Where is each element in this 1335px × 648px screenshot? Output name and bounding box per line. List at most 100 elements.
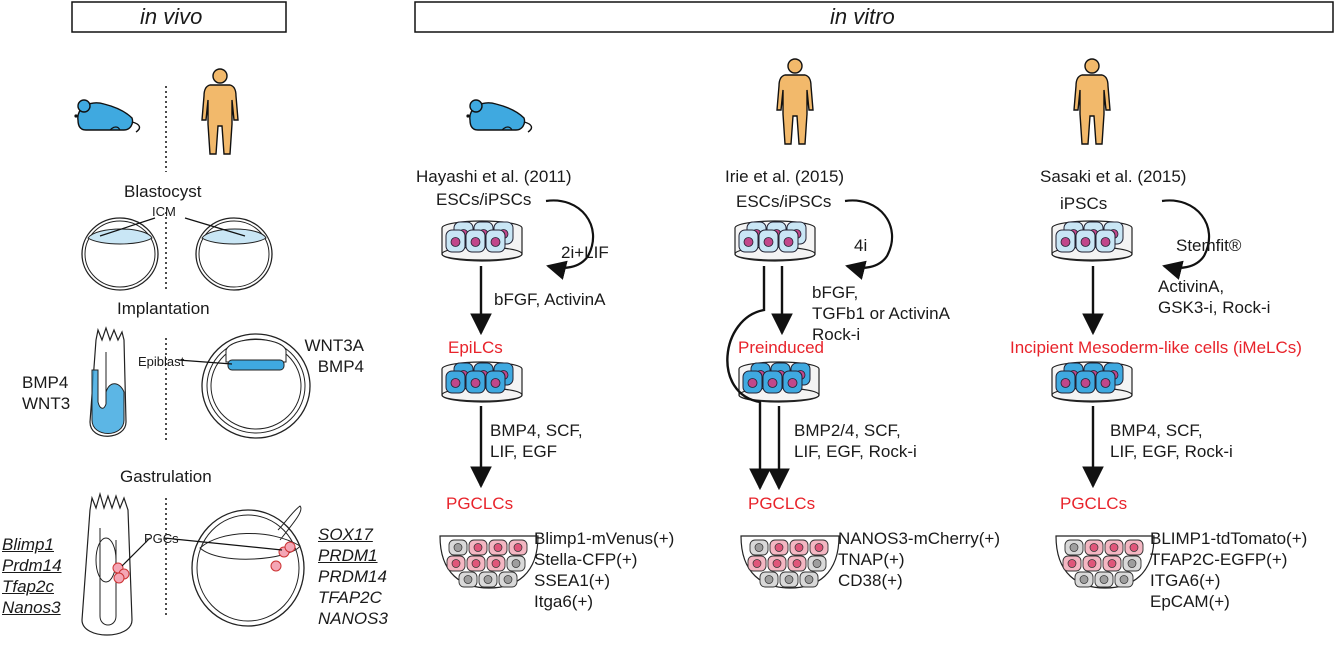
source-cells-3: iPSCs [1060, 194, 1108, 213]
pgclc-cell-nucleus [1087, 559, 1097, 568]
pgclc-cell-nucleus [794, 543, 804, 552]
stem-cell-nucleus [763, 237, 774, 247]
pgclc-cell-nucleus [513, 543, 523, 552]
in-vivo-header-box [71, 1, 287, 33]
pgclc-cell-nucleus [1079, 575, 1089, 584]
stem-cell-nucleus [470, 237, 481, 247]
pgc-factors-2: BMP2/4, SCF, LIF, EGF, Rock-i [794, 421, 917, 461]
pgclc-cell-nucleus [772, 559, 782, 568]
stem-cell-nucleus [450, 237, 461, 247]
human-implantation-factors: WNT3A BMP4 [304, 336, 365, 376]
induced-cell-nucleus [450, 378, 461, 388]
stem-cell-nucleus [490, 237, 501, 247]
pgclc-cell-nucleus [473, 543, 483, 552]
human-implantation-drawing [201, 333, 311, 439]
study-hayashi: Hayashi et al. (2011) [416, 167, 572, 186]
mouse-icon-vitro [465, 99, 533, 133]
pgclc-cell-nucleus [491, 559, 501, 568]
human-icon [201, 68, 239, 155]
markers-1: Blimp1-mVenus(+) Stella-CFP(+) SSEA1(+) … [534, 529, 675, 611]
pgclc-cell-nucleus [1127, 559, 1137, 568]
icm-label: ICM [152, 204, 176, 219]
study-sasaki: Sasaki et al. (2015) [1040, 167, 1187, 186]
induction-factors-2: bFGF, TGFb1 or ActivinA Rock-i [812, 283, 950, 344]
in-vitro-header: in vitro [830, 4, 895, 29]
mouse-pgc-genes: Blimp1 Prdm14 Tfap2c Nanos3 [2, 535, 62, 617]
intermediate-1: EpiLCs [448, 338, 503, 357]
pgclc-cell-nucleus [451, 559, 461, 568]
pgclc-cell-nucleus [1069, 543, 1079, 552]
pgclc-cell-nucleus [483, 575, 493, 584]
human-icon-vitro-1 [776, 58, 814, 145]
pgclc-cell-nucleus [493, 543, 503, 552]
intermediate-3: Incipient Mesoderm-like cells (iMeLCs) [1010, 338, 1302, 357]
pgclc-cell-nucleus [511, 559, 521, 568]
implantation-label: Implantation [117, 299, 210, 318]
mouse-icon [73, 99, 141, 133]
pgclc-cell-nucleus [453, 543, 463, 552]
pgc-factors-1: BMP4, SCF, LIF, EGF [490, 421, 583, 461]
induction-factors-1: bFGF, ActivinA [494, 290, 606, 309]
in-vivo-header: in vivo [140, 4, 203, 29]
pgclc-cell-nucleus [784, 575, 794, 584]
induced-cell-nucleus [490, 378, 501, 388]
stem-cell-nucleus [783, 237, 794, 247]
pgclc-cell-nucleus [503, 575, 513, 584]
pgclc-cell-nucleus [792, 559, 802, 568]
result-2: PGCLCs [748, 494, 816, 513]
pgclc-cell-nucleus [752, 559, 762, 568]
pgclc-cell-nucleus [471, 559, 481, 568]
pgclc-cell-nucleus [804, 575, 814, 584]
pgclc-cell-nucleus [463, 575, 473, 584]
result-1: PGCLCs [446, 494, 514, 513]
markers-2: NANOS3-mCherry(+) TNAP(+) CD38(+) [838, 529, 1000, 590]
induction-factors-3: ActivinA, GSK3-i, Rock-i [1158, 277, 1271, 317]
maintenance-2: 4i [854, 236, 868, 255]
gastrulation-label: Gastrulation [120, 467, 212, 486]
epiblast-label: Epiblast [138, 354, 185, 369]
human-blastocyst-drawing [195, 217, 273, 291]
induced-cell-nucleus [1060, 378, 1071, 388]
source-cells-2: ESCs/iPSCs [736, 192, 832, 211]
pgclc-cell-nucleus [1119, 575, 1129, 584]
pgclc-cell-nucleus [1099, 575, 1109, 584]
blastocyst-label: Blastocyst [124, 182, 202, 201]
mouse-blastocyst-drawing [81, 217, 159, 291]
pgclc-cell-nucleus [754, 543, 764, 552]
intermediate-2: Preinduced [738, 338, 825, 357]
pgclc-cell-nucleus [1129, 543, 1139, 552]
induced-cell-nucleus [470, 378, 481, 388]
result-3: PGCLCs [1060, 494, 1128, 513]
human-gastrula-drawing [191, 505, 305, 627]
markers-3: BLIMP1-tdTomato(+) TFAP2C-EGFP(+) ITGA6(… [1150, 529, 1308, 611]
pgclc-cell-nucleus [1107, 559, 1117, 568]
pgclc-cell-nucleus [814, 543, 824, 552]
pgclc-cell-nucleus [1109, 543, 1119, 552]
maintenance-3: Stemfit® [1176, 236, 1242, 255]
stem-cell-nucleus [1060, 237, 1071, 247]
mouse-egg-cylinder-drawing [89, 326, 127, 437]
stem-cell-nucleus [1100, 237, 1111, 247]
stem-cell-nucleus [1080, 237, 1091, 247]
pgclc-cell-nucleus [812, 559, 822, 568]
human-icon-vitro-2 [1073, 58, 1111, 145]
maintenance-1: 2i+LIF [561, 243, 609, 262]
mouse-gastrula-drawing [81, 491, 133, 636]
pgclc-cell-nucleus [1067, 559, 1077, 568]
pgclc-cell-nucleus [774, 543, 784, 552]
source-cells-1: ESCs/iPSCs [436, 190, 532, 209]
mouse-implantation-factors: BMP4 WNT3 [22, 373, 71, 413]
induced-cell-nucleus [767, 378, 778, 388]
in-vitro-header-box [414, 1, 1334, 33]
study-irie: Irie et al. (2015) [725, 167, 845, 186]
pgcs-label: PGCs [144, 531, 179, 546]
stem-cell-nucleus [743, 237, 754, 247]
human-pgc-genes: SOX17 PRDM1 PRDM14 TFAP2C NANOS3 [318, 525, 388, 628]
induced-cell-nucleus [1100, 378, 1111, 388]
pgclc-cell-nucleus [1089, 543, 1099, 552]
induced-cell-nucleus [787, 378, 798, 388]
induced-cell-nucleus [747, 378, 758, 388]
pgc-factors-3: BMP4, SCF, LIF, EGF, Rock-i [1110, 421, 1233, 461]
pgclc-cell-nucleus [764, 575, 774, 584]
